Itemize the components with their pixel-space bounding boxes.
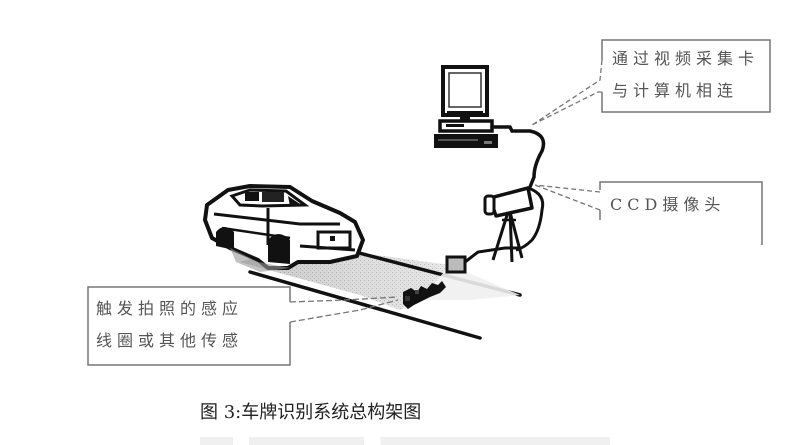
- car-icon: [203, 184, 365, 272]
- figure-caption: 图 3:车牌识别系统总构架图: [200, 402, 422, 423]
- callout-computer-line2: 与计算机相连: [612, 81, 739, 100]
- callout-sensor-line2: 线圈或其他传感: [96, 331, 244, 350]
- next-text-line-cutoff: [200, 437, 610, 445]
- capture-trigger-box-icon: [445, 255, 467, 274]
- callout-camera: [534, 181, 763, 245]
- ccd-camera-on-tripod-icon: [464, 186, 545, 264]
- callout-sensor-line1: 触发拍照的感应: [96, 299, 244, 318]
- callout-camera-line1: CCD摄像头: [610, 195, 726, 214]
- induction-loop-sensor-icon: [403, 281, 446, 309]
- callout-computer: [531, 39, 771, 126]
- computer-icon: [434, 65, 546, 189]
- callout-sensor: [87, 286, 399, 366]
- callout-computer-line1: 通过视频采集卡: [612, 49, 760, 68]
